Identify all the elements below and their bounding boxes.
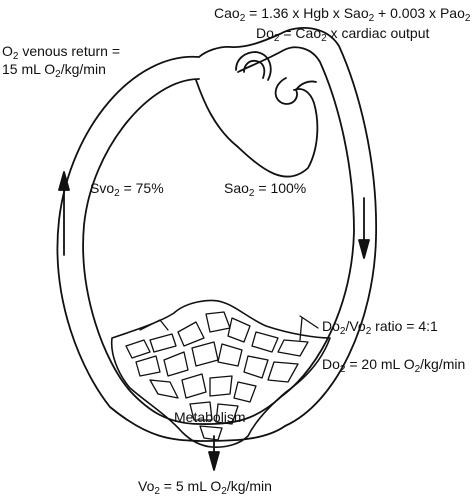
venous-return-label: O2 venous return = <box>2 43 121 62</box>
svo2-label: Svo2 = 75% <box>90 180 164 199</box>
heart-outline <box>195 79 319 178</box>
outer-vessel-loop <box>56 27 378 442</box>
metabolism-arrow <box>208 435 220 471</box>
vo2-consumption-label: Vo2 = 5 mL O2/kg/min <box>138 478 272 497</box>
do2-vo2-ratio-label: Do2/Vo2 ratio = 4:1 <box>322 318 438 337</box>
cao2-formula: Cao2 = 1.36 x Hgb x Sao2 + 0.003 x Pao2 <box>214 5 471 24</box>
capillary-bed-outline <box>110 299 331 448</box>
do2-delivery-label: Do2 = 20 mL O2/kg/min <box>322 356 466 375</box>
venous-return-value: 15 mL O2/kg/min <box>2 61 106 80</box>
arterial-flow-arrow <box>358 197 370 259</box>
heart-atrium-curve <box>274 77 298 105</box>
metabolism-label: Metabolism <box>174 409 246 425</box>
venous-flow-arrow <box>58 171 70 256</box>
do2-formula: Do2 = Cao2 x cardiac output <box>256 25 430 44</box>
aortic-arch-inner <box>243 59 266 79</box>
capillary-cells <box>125 311 319 441</box>
heart-vessel-stub <box>295 80 317 91</box>
sao2-label: Sao2 = 100% <box>224 180 307 199</box>
aortic-arch <box>235 51 272 81</box>
